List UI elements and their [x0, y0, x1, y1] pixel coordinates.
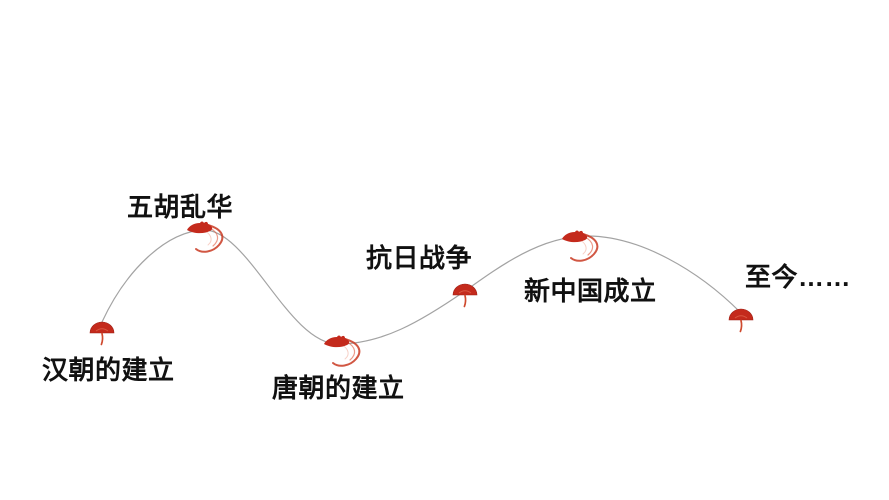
comet-icon: [186, 220, 224, 253]
event-label-tang-dynasty: 唐朝的建立: [272, 373, 405, 403]
comet-icon: [323, 334, 361, 367]
event-label-until-now: 至今……: [745, 262, 852, 292]
event-label-new-china-founding: 新中国成立: [524, 276, 657, 306]
event-label-han-dynasty: 汉朝的建立: [42, 355, 175, 385]
event-label-anti-japanese-war: 抗日战争: [366, 243, 473, 273]
umbrella-icon: [728, 308, 754, 333]
comet-icon: [561, 229, 599, 262]
event-label-five-barbarians: 五胡乱华: [127, 192, 234, 222]
umbrella-icon: [452, 283, 478, 308]
umbrella-icon: [89, 321, 115, 346]
